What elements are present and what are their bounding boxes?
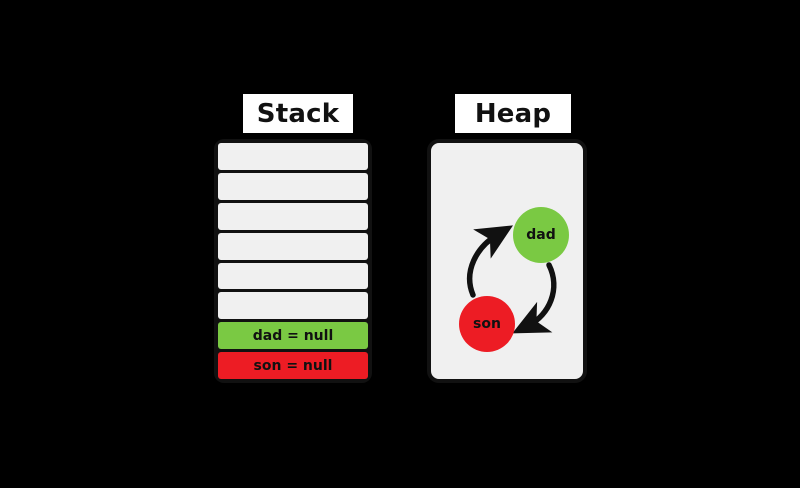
heap-section-label: Heap (455, 94, 571, 133)
heap-panel: dad son (427, 139, 587, 383)
stack-row (218, 143, 368, 170)
stack-row-son: son = null (218, 352, 368, 379)
stack-row (218, 292, 368, 320)
arrow-son-to-dad (466, 225, 514, 298)
heap-node-dad-label: dad (526, 227, 556, 243)
heap-graph: dad son (459, 207, 569, 352)
stack-row (218, 262, 368, 290)
heap-node-dad (513, 207, 569, 263)
stack-row (218, 202, 368, 230)
stack-row (218, 232, 368, 260)
heap-node-son (459, 296, 515, 352)
stack-section-label: Stack (243, 94, 353, 133)
arrow-dad-to-son (512, 262, 557, 334)
heap-node-son-label: son (473, 316, 501, 332)
stack-row (218, 172, 368, 200)
stack-panel: dad = null son = null (214, 139, 372, 383)
stack-row-dad: dad = null (218, 322, 368, 350)
